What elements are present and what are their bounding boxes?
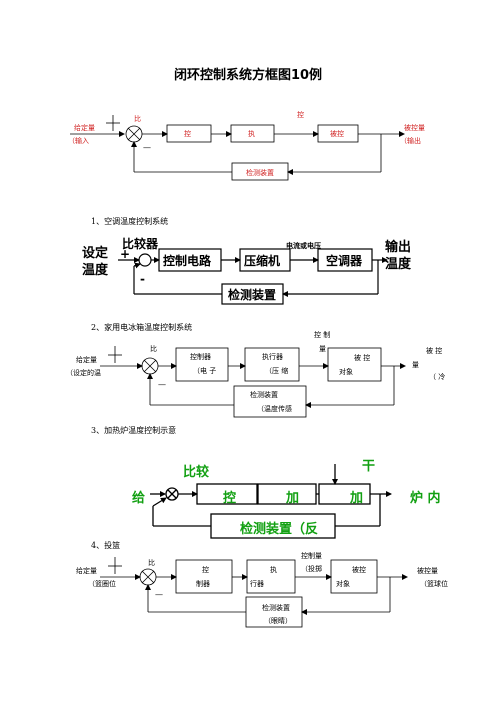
- d2-input-label-2: 温度: [82, 263, 109, 278]
- d5-actuator-box: [246, 559, 296, 594]
- d5-given-label: 给定量: [76, 567, 97, 575]
- d1-given-sub: （输入: [68, 137, 89, 145]
- d3-output-label: 被 控: [426, 347, 443, 355]
- d2-signal-label: 电流或电压: [286, 241, 321, 250]
- d2-input-label-1: 设定: [82, 246, 109, 261]
- d2-feedback-label: 检测装置: [228, 288, 277, 302]
- d3-given-label: 给定量: [76, 356, 97, 364]
- d3-section-title: 2、家用电冰箱温度控制系统: [91, 323, 193, 332]
- diagram-1: [70, 115, 405, 181]
- d4-comparator-label: 比较: [183, 465, 210, 480]
- d3-feedback-label-2: （温度传感: [257, 405, 292, 413]
- d2-plant-label: 空调器: [326, 254, 363, 268]
- d5-feedback-label-2: （眼睛）: [264, 617, 292, 625]
- d4-output-label: 炉 内: [410, 491, 441, 506]
- d2-output-label-2: 温度: [385, 257, 412, 272]
- d1-output-label: 被控量: [404, 124, 425, 132]
- d2-output-label-1: 输出: [385, 240, 412, 255]
- diagram-2: [118, 248, 388, 305]
- d5-top-label-1: 控制量: [301, 552, 322, 560]
- d2-compressor-label: 压缩机: [244, 254, 281, 268]
- d5-minus-sign: —: [155, 590, 163, 599]
- d2-section-title: 1、空调温度控制系统: [91, 217, 169, 226]
- d3-output-sub-1: 量: [412, 361, 419, 369]
- d5-output-sub: （篮球位: [420, 580, 448, 588]
- d3-given-sub: （设定的温: [66, 369, 101, 377]
- d5-plant-label-2: 对象: [336, 580, 350, 588]
- diagram-4: [150, 464, 392, 539]
- d5-section-title: 4、投篮: [91, 541, 121, 550]
- d5-top-label-2: （投掷: [301, 565, 322, 573]
- d3-plant-label-1: 被 控: [354, 354, 371, 362]
- d5-feedback-label-1: 检测装置: [262, 604, 290, 612]
- d3-actuator-label-1: 执行器: [262, 353, 283, 361]
- d5-controller-label-2: 制器: [196, 580, 210, 588]
- d1-controller-box: [166, 124, 212, 143]
- d5-plant-label-1: 被控: [352, 566, 366, 574]
- d4-controller-label: 控: [223, 491, 237, 506]
- d5-actuator-label-1: 执: [270, 566, 277, 574]
- d5-controller-box: [175, 559, 233, 594]
- d5-comparator-label: 比: [148, 559, 155, 567]
- d3-minus-sign: —: [158, 380, 166, 389]
- d4-section-title: 3、加热炉温度控制示意: [91, 426, 177, 435]
- d1-actuator-label: 执: [248, 130, 255, 138]
- d3-actuator-label-2: （压 缩: [265, 367, 289, 375]
- d5-plant-box: [330, 559, 378, 594]
- d3-feedback-box: [233, 385, 307, 418]
- d3-controller-label-1: 控制器: [190, 353, 211, 361]
- d3-plant-label-2: 对象: [339, 368, 353, 376]
- d3-plant-box: [327, 347, 382, 382]
- diagram-3: [100, 346, 406, 418]
- d3-top-label-2: 量: [319, 345, 326, 353]
- d2-comparator-circle: [138, 253, 152, 267]
- d2-minus-sign: -: [140, 272, 145, 286]
- d4-feedback-label: 检测装置（反: [240, 522, 319, 537]
- d3-actuator-box: [244, 347, 300, 382]
- d3-feedback-label-1: 检测装置: [250, 391, 278, 399]
- d1-output-sub: （输出: [400, 137, 421, 145]
- diagram-5: [100, 557, 408, 628]
- d3-output-sub-2: （ 冷: [429, 373, 446, 381]
- d4-plant-label: 加: [350, 491, 364, 506]
- d1-top-label: 控: [297, 111, 304, 119]
- d1-actuator-box: [230, 124, 275, 143]
- d5-controller-label-1: 控: [202, 566, 209, 574]
- d5-output-label: 被控量: [417, 567, 438, 575]
- d2-comparator-label: 比较器: [122, 237, 159, 251]
- d1-feedback-label: 检测装置: [246, 169, 274, 177]
- d5-actuator-label-2: 行器: [250, 580, 264, 588]
- d1-given-label: 给定量: [74, 124, 95, 132]
- d3-comparator-label: 比: [150, 345, 157, 353]
- d2-plus-sign: +: [120, 247, 131, 261]
- d1-feedback-box: [231, 162, 289, 181]
- d4-given-label: 给: [132, 491, 146, 506]
- d3-top-label-1: 控 制: [314, 331, 331, 339]
- d4-disturbance-label: 干: [362, 459, 376, 474]
- d1-plant-label: 被控: [330, 130, 344, 138]
- d3-controller-label-2: （电 子: [193, 367, 217, 375]
- d1-plant-box: [317, 124, 359, 143]
- d4-actuator-label: 加: [286, 491, 300, 506]
- d5-given-sub: （篮圈位: [88, 580, 116, 588]
- d3-controller-box: [175, 347, 229, 382]
- d2-controller-label: 控制电路: [163, 254, 212, 268]
- page-title: 闭环控制系统方框图10例: [173, 68, 323, 83]
- d1-comparator-label: 比: [134, 115, 141, 123]
- d1-controller-label: 控: [184, 130, 191, 138]
- d1-minus-sign: —: [143, 143, 151, 152]
